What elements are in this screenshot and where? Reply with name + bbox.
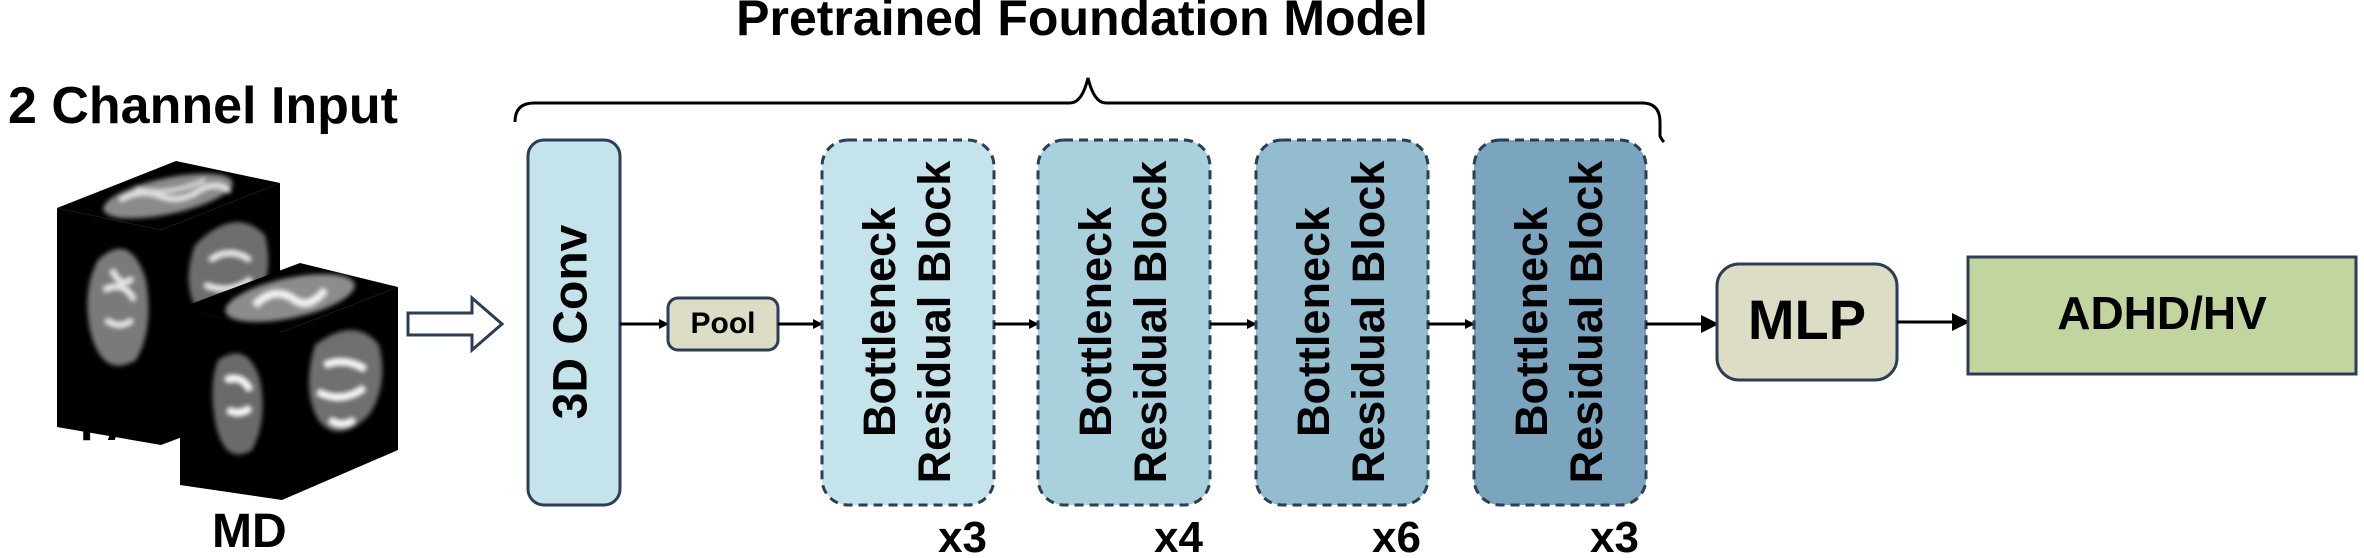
- input-arrow: [406, 294, 505, 354]
- md-label: MD: [212, 505, 287, 558]
- bottleneck-1-line2: Residual Block: [909, 160, 960, 484]
- mlp-label: MLP: [1748, 288, 1866, 351]
- input-label: 2 Channel Input: [8, 77, 398, 135]
- bottleneck-3-line2: Residual Block: [1343, 160, 1394, 484]
- bottleneck-3-line1: Bottleneck: [1288, 206, 1339, 437]
- bottleneck-4-repeat: x3: [1590, 513, 1639, 558]
- bottleneck-3-repeat: x6: [1372, 513, 1421, 558]
- conv3d-block: 3D Conv: [526, 138, 622, 507]
- pool-block: Pool: [666, 296, 780, 352]
- bottleneck-2-repeat: x4: [1154, 513, 1203, 558]
- bottleneck-1-line1: Bottleneck: [854, 206, 905, 437]
- bottleneck-1-repeat: x3: [938, 513, 987, 558]
- bottleneck-4-line1: Bottleneck: [1506, 206, 1557, 437]
- conv3d-label: 3D Conv: [545, 224, 598, 419]
- fa-label: FA: [80, 398, 141, 451]
- bottleneck-block-1: Bottleneck Residual Block x3: [820, 138, 996, 558]
- bottleneck-2-line2: Residual Block: [1125, 160, 1176, 484]
- bottleneck-block-2: Bottleneck Residual Block x4: [1036, 138, 1212, 558]
- bottleneck-4-line2: Residual Block: [1561, 160, 1612, 484]
- bottleneck-2-line1: Bottleneck: [1070, 206, 1121, 437]
- output-block: ADHD/HV: [1966, 255, 2358, 376]
- output-label: ADHD/HV: [2057, 287, 2267, 339]
- mlp-block: MLP: [1715, 262, 1899, 382]
- pool-label: Pool: [691, 307, 756, 340]
- bottleneck-block-4: Bottleneck Residual Block x3: [1472, 138, 1648, 558]
- bottleneck-block-3: Bottleneck Residual Block x6: [1254, 138, 1430, 558]
- md-volume: [180, 263, 398, 500]
- diagram-title: Pretrained Foundation Model: [736, 0, 1428, 46]
- model-brace: [513, 77, 1666, 144]
